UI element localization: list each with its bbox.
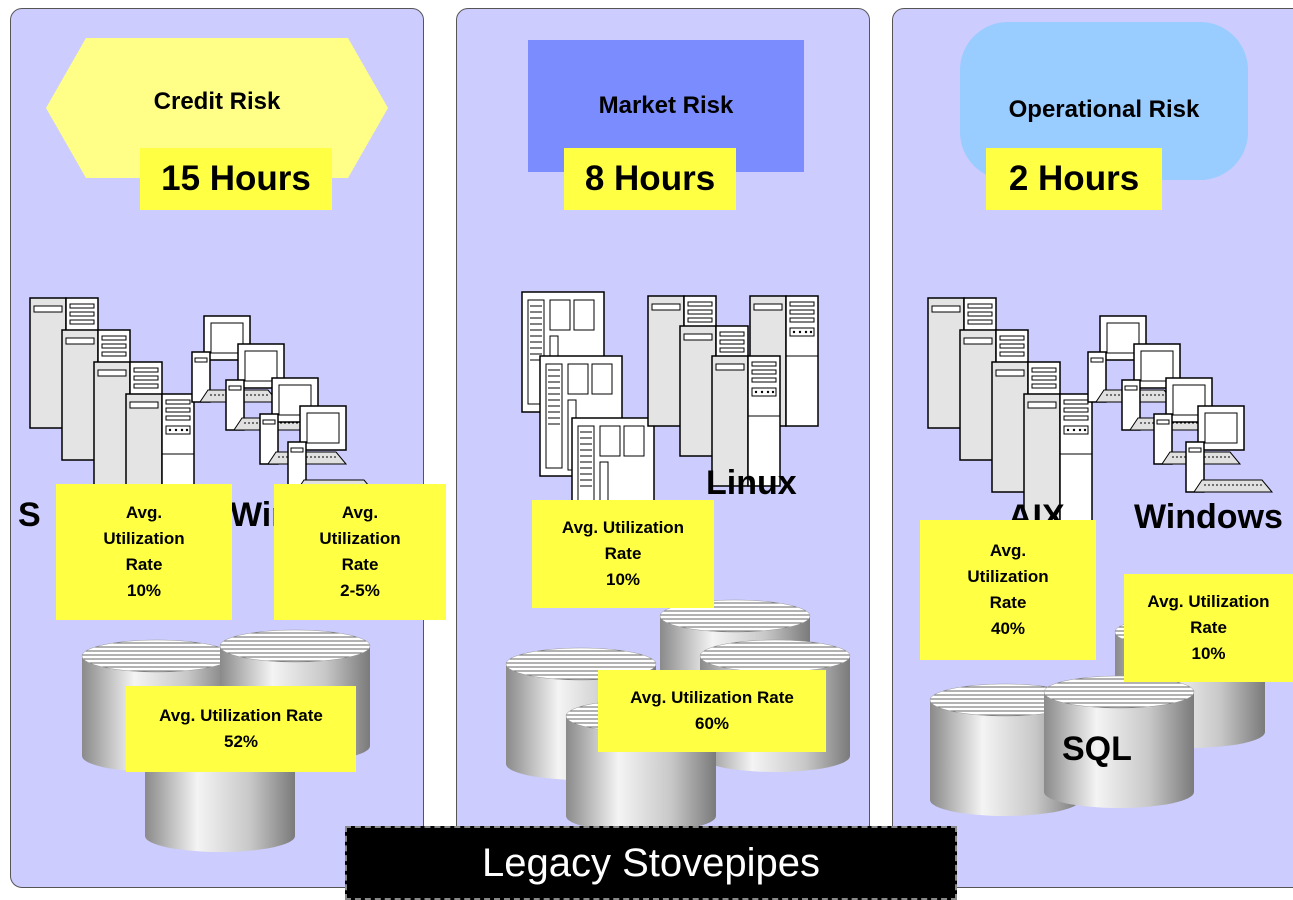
- note-line: Avg.: [125, 503, 163, 522]
- note-line: Rate: [604, 544, 642, 563]
- os-label-linux: Linux: [706, 464, 797, 502]
- note-line: Avg. Utilization Rate: [630, 688, 794, 707]
- operational-risk-hours: 2 Hours: [986, 148, 1162, 210]
- note-line: Avg.: [341, 503, 379, 522]
- note-line: Rate: [125, 555, 163, 574]
- credit-risk-shape: [46, 38, 388, 178]
- note-line: 10%: [605, 570, 641, 589]
- note-line: 52%: [223, 732, 259, 751]
- utilization-note-credit-workstations: Avg. Utilization Rate 2-5%: [274, 484, 446, 620]
- note-line: Rate: [1190, 618, 1227, 637]
- note-line: Utilization: [103, 529, 185, 548]
- note-line: 40%: [990, 619, 1026, 638]
- note-line: Avg. Utilization: [1147, 592, 1270, 611]
- market-risk-hours: 8 Hours: [564, 148, 736, 210]
- utilization-note-credit-databases: Avg. Utilization Rate 52%: [126, 686, 356, 772]
- note-line: 2-5%: [340, 581, 380, 600]
- utilization-note-credit-servers: Avg. Utilization Rate 10%: [56, 484, 232, 620]
- operational-risk-title: Operational Risk: [1008, 96, 1200, 123]
- utilization-note-market-databases: Avg. Utilization Rate 60%: [598, 670, 826, 752]
- note-line: 10%: [1191, 644, 1226, 663]
- os-label-s: S: [18, 496, 41, 534]
- db-label-sql: SQL: [1062, 730, 1132, 768]
- legacy-stovepipes-banner: Legacy Stovepipes: [345, 826, 957, 900]
- market-risk-title: Market Risk: [598, 92, 734, 119]
- utilization-note-operational-aix: Avg. Utilization Rate 40%: [920, 520, 1096, 660]
- note-line: Utilization: [967, 567, 1049, 586]
- note-line: 60%: [694, 714, 730, 733]
- os-label-windows: Windows: [1134, 498, 1283, 536]
- note-line: Rate: [341, 555, 379, 574]
- utilization-note-market-servers: Avg. Utilization Rate 10%: [532, 500, 714, 608]
- note-line: Avg. Utilization Rate: [159, 706, 323, 725]
- note-line: 10%: [126, 581, 162, 600]
- credit-risk-title: Credit Risk: [153, 88, 281, 115]
- note-line: Rate: [989, 593, 1027, 612]
- utilization-note-operational-windows: Avg. Utilization Rate 10%: [1124, 574, 1293, 682]
- note-line: Utilization: [319, 529, 401, 548]
- note-line: Avg.: [989, 541, 1027, 560]
- note-line: Avg. Utilization: [561, 518, 685, 537]
- credit-risk-hours: 15 Hours: [140, 148, 332, 210]
